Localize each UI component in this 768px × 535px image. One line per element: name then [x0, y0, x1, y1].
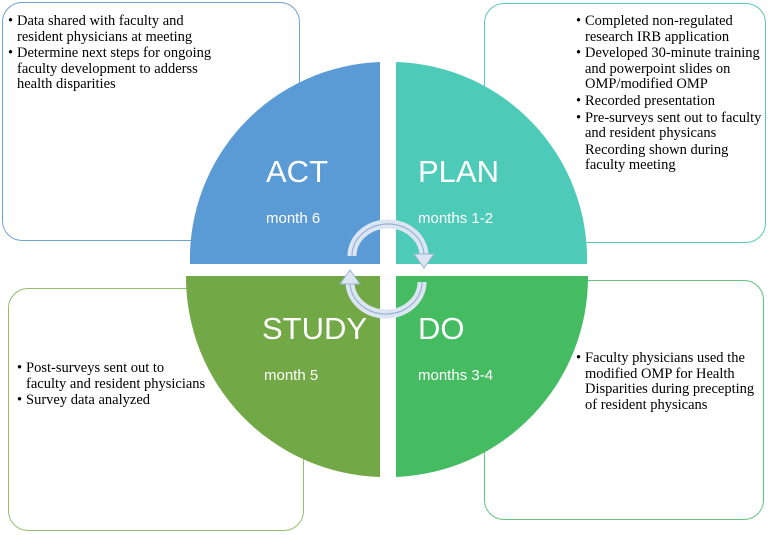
plan-step-text: Pre-surveys sent out to faculty and resi… [585, 109, 762, 142]
plan-title: PLAN [418, 154, 499, 189]
study-title: STUDY [262, 311, 367, 346]
act-step-text: Data shared with faculty and resident ph… [17, 13, 193, 45]
plan-step-item: Recording shown during faculty meeting [576, 141, 764, 174]
plan-step-list: •Completed non-regulated research IRB ap… [576, 13, 764, 175]
plan-step-text: Completed non-regulated research IRB app… [585, 13, 733, 45]
do-step-text: Faculty physicians used the modified OMP… [585, 350, 755, 413]
study-step-list: •Post-surveys sent out to faculty and re… [17, 360, 207, 410]
plan-step-item: •Recorded presentation [576, 92, 764, 110]
plan-step-text: Recorded presentation [585, 92, 716, 109]
plan-step-text: Developed 30-minute training and powerpo… [585, 45, 760, 93]
bullet-icon: • [17, 392, 23, 409]
do-period: months 3-4 [418, 367, 493, 384]
act-step-item: •Determine next steps for ongoing facult… [8, 45, 213, 93]
plan-quadrant [396, 62, 588, 264]
act-step-item: •Data shared with faculty and resident p… [8, 13, 213, 45]
act-step-text: Determine next steps for ongoing faculty… [17, 45, 212, 93]
cycle-arrows-icon [339, 219, 435, 319]
plan-period: months 1-2 [418, 210, 493, 227]
plan-step-text: Recording shown during faculty meeting [585, 141, 729, 174]
study-step-item: •Survey data analyzed [17, 392, 207, 409]
do-quadrant [396, 276, 589, 477]
bullet-icon: • [576, 350, 582, 366]
plan-step-item: •Pre-surveys sent out to faculty and res… [576, 109, 764, 142]
bullet-icon: • [576, 92, 582, 109]
act-quadrant [189, 62, 380, 264]
act-title: ACT [266, 154, 328, 189]
do-step-item: •Faculty physicians used the modified OM… [576, 350, 756, 413]
act-step-list: •Data shared with faculty and resident p… [8, 13, 213, 94]
act-period: month 6 [266, 210, 320, 227]
bullet-icon: • [17, 360, 23, 376]
study-period: month 5 [264, 367, 318, 384]
bullet-icon: • [576, 45, 582, 62]
bullet-icon: • [8, 45, 14, 62]
study-quadrant [185, 276, 380, 477]
bullet-icon: • [576, 109, 582, 126]
study-step-text: Survey data analyzed [26, 392, 151, 409]
study-step-text: Post-surveys sent out to faculty and res… [26, 360, 206, 392]
bullet-icon: • [8, 13, 14, 29]
study-step-item: •Post-surveys sent out to faculty and re… [17, 360, 207, 392]
do-step-list: •Faculty physicians used the modified OM… [576, 350, 756, 414]
bullet-icon: • [576, 13, 582, 29]
do-title: DO [418, 311, 465, 346]
plan-step-item: •Completed non-regulated research IRB ap… [576, 13, 764, 45]
plan-step-item: •Developed 30-minute training and powerp… [576, 45, 764, 93]
